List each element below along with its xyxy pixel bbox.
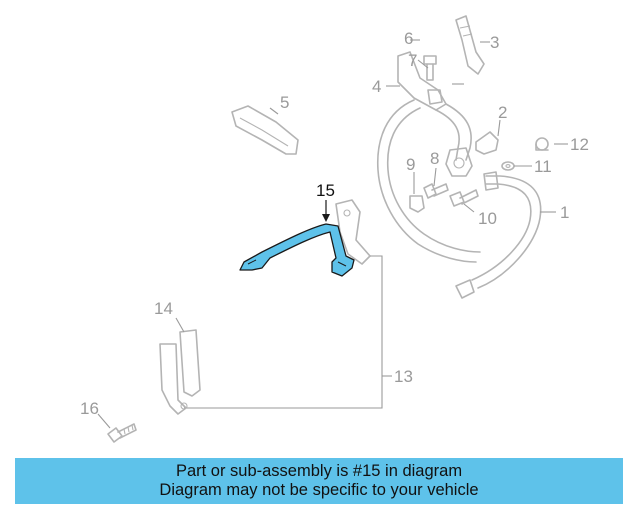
part-6-bolt <box>423 55 437 81</box>
part-5-garnish <box>231 105 299 155</box>
callout-12: 12 <box>570 135 589 154</box>
callout-15: 15 <box>316 181 335 200</box>
part-16-bolt <box>107 423 137 443</box>
leader-lines <box>97 39 568 429</box>
part-9-cap <box>409 195 425 213</box>
part-1-seat-belt <box>376 99 542 299</box>
info-banner: Part or sub-assembly is #15 in diagram D… <box>15 458 623 504</box>
callout-10: 10 <box>478 209 497 228</box>
part-11-washer <box>501 161 515 171</box>
part-8-bolt <box>423 183 449 199</box>
banner-line-disclaimer: Diagram may not be specific to your vehi… <box>159 481 479 499</box>
callout-16: 16 <box>80 399 99 418</box>
part-13-center-anchor <box>184 199 392 409</box>
callout-1: 1 <box>560 203 569 222</box>
parts-diagram: 1 2 3 4 5 6 7 8 9 10 11 12 13 14 15 16 <box>80 15 589 443</box>
callout-8: 8 <box>430 149 439 168</box>
callout-7: 7 <box>408 51 417 70</box>
callout-4: 4 <box>372 77 381 96</box>
part-4-adjuster <box>397 51 447 111</box>
part-3-anchor-cover <box>455 15 485 75</box>
part-14-buckle <box>159 329 201 415</box>
part-12-nut <box>535 137 549 151</box>
callout-11: 11 <box>534 157 552 176</box>
callout-3: 3 <box>490 33 499 52</box>
callout-5: 5 <box>280 93 289 112</box>
part-10-bolt <box>449 189 479 207</box>
callout-14: 14 <box>154 299 173 318</box>
part-2-clip <box>475 131 499 155</box>
callout-6: 6 <box>404 29 413 48</box>
banner-line-part: Part or sub-assembly is #15 in diagram <box>175 462 463 480</box>
part-15-seat-belt-highlighted <box>239 223 355 277</box>
callout-2: 2 <box>498 103 507 122</box>
callout-13: 13 <box>394 367 413 386</box>
callout-9: 9 <box>406 155 415 174</box>
